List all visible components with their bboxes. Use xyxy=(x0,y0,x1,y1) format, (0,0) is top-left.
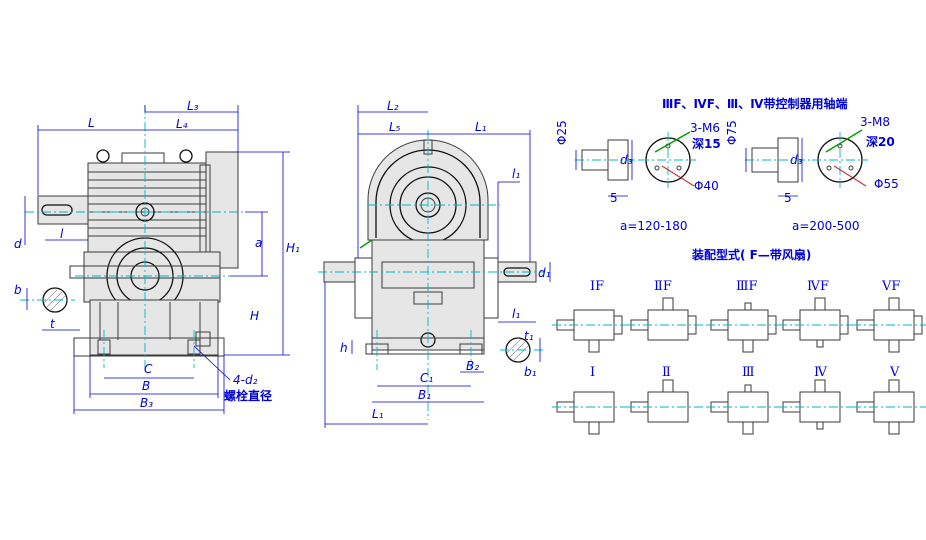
dim-h: h xyxy=(340,341,348,355)
lifting-lug xyxy=(179,149,193,163)
lifting-lug xyxy=(96,149,110,163)
small-depth: 深15 xyxy=(692,136,721,151)
assembly-icon xyxy=(552,391,632,435)
small-shaft-dia: Φ25 xyxy=(555,120,569,145)
dim-B1: B₁ xyxy=(418,388,431,402)
dim-t1: t₁ xyxy=(524,329,534,343)
dim-b: b xyxy=(14,283,22,297)
bolt-note: 螺栓直径 xyxy=(224,388,272,403)
dim-a: a xyxy=(255,236,262,250)
dim-l1-top: l₁ xyxy=(512,167,520,181)
large-pcd: Φ55 xyxy=(874,177,899,191)
small-len: 5 xyxy=(610,191,618,205)
controller-shaft-ends: ⅢF、ⅣF、Ⅲ、Ⅳ带控制器用轴端 Φ25 d₃ 5 3-M6 深15 Φ40 a… xyxy=(555,96,899,233)
assembly-icon xyxy=(626,379,706,423)
end-cap xyxy=(205,151,239,269)
dim-B3: B₃ xyxy=(140,396,153,410)
small-thread: 3-M6 xyxy=(690,121,720,135)
dim-L: L xyxy=(88,116,95,130)
small-pcd: Φ40 xyxy=(694,179,719,193)
assembly-label: ⅡF xyxy=(654,279,672,294)
dim-l: l xyxy=(60,227,64,241)
assembly-icon xyxy=(852,379,926,435)
assembly-types: 装配型式( F—带风扇) ⅠF ⅡF ⅢF ⅣF ⅤF xyxy=(552,247,926,435)
assembly-label: ⅤF xyxy=(881,279,900,294)
input-shaft xyxy=(37,195,89,225)
front-view: L L₃ L₄ H₁ H a d l b t C B B₃ 4-d₂ 螺栓直径 xyxy=(14,99,300,414)
gear-case xyxy=(83,251,221,303)
dim-L1-bottom: L₁ xyxy=(372,407,384,421)
dim-d2: 4-d₂ xyxy=(233,373,258,387)
dim-t: t xyxy=(50,317,56,331)
assembly-icon xyxy=(706,384,786,435)
assembly-icon xyxy=(552,309,632,353)
dim-L2: L₂ xyxy=(387,99,399,113)
dim-B2: B₂ xyxy=(466,359,479,373)
controller-title: ⅢF、ⅣF、Ⅲ、Ⅳ带控制器用轴端 xyxy=(662,96,847,111)
assembly-label: Ⅱ xyxy=(662,365,671,380)
assembly-title: 装配型式( F—带风扇) xyxy=(691,247,811,262)
dim-l1-side: l₁ xyxy=(512,307,520,321)
dim-d: d xyxy=(14,237,22,251)
assembly-label: ⅠF xyxy=(590,279,604,294)
dim-L5: L₅ xyxy=(389,120,401,134)
assembly-label: Ⅰ xyxy=(590,365,595,380)
dim-B: B xyxy=(142,379,150,393)
dim-d1: d₁ xyxy=(538,266,551,280)
foot-plate xyxy=(73,337,225,357)
dim-H: H xyxy=(250,309,259,323)
large-depth: 深20 xyxy=(866,134,895,149)
small-d3: d₃ xyxy=(620,153,633,167)
assembly-icon xyxy=(626,297,706,341)
dim-L1-top: L₁ xyxy=(475,120,487,134)
large-thread: 3-M8 xyxy=(860,115,890,129)
side-view: L₂ L₅ L₁ l₁ d₁ h C₁ B₁ B₂ L₁ l₁ b₁ t₁ xyxy=(318,99,551,428)
assembly-label: ⅣF xyxy=(807,279,829,294)
dim-C1: C₁ xyxy=(420,371,433,385)
small-range: a=120-180 xyxy=(620,219,688,233)
assembly-icon xyxy=(706,302,786,353)
large-len: 5 xyxy=(784,191,792,205)
dim-L4: L₄ xyxy=(176,117,188,131)
large-shaft-dia: Φ75 xyxy=(725,120,739,145)
base xyxy=(89,299,219,356)
assembly-label: Ⅳ xyxy=(814,365,828,380)
dim-b1: b₁ xyxy=(524,365,537,379)
assembly-label: ⅢF xyxy=(736,279,758,294)
dim-L3: L₃ xyxy=(187,99,199,113)
assembly-icon xyxy=(778,297,858,348)
large-range: a=200-500 xyxy=(792,219,860,233)
large-d3: d₃ xyxy=(790,153,803,167)
assembly-label: Ⅴ xyxy=(889,365,900,380)
assembly-icon xyxy=(852,297,926,353)
assembly-label: Ⅲ xyxy=(742,365,755,380)
dim-C: C xyxy=(144,362,153,376)
assembly-icon xyxy=(778,379,858,430)
dim-H1: H₁ xyxy=(286,241,300,255)
